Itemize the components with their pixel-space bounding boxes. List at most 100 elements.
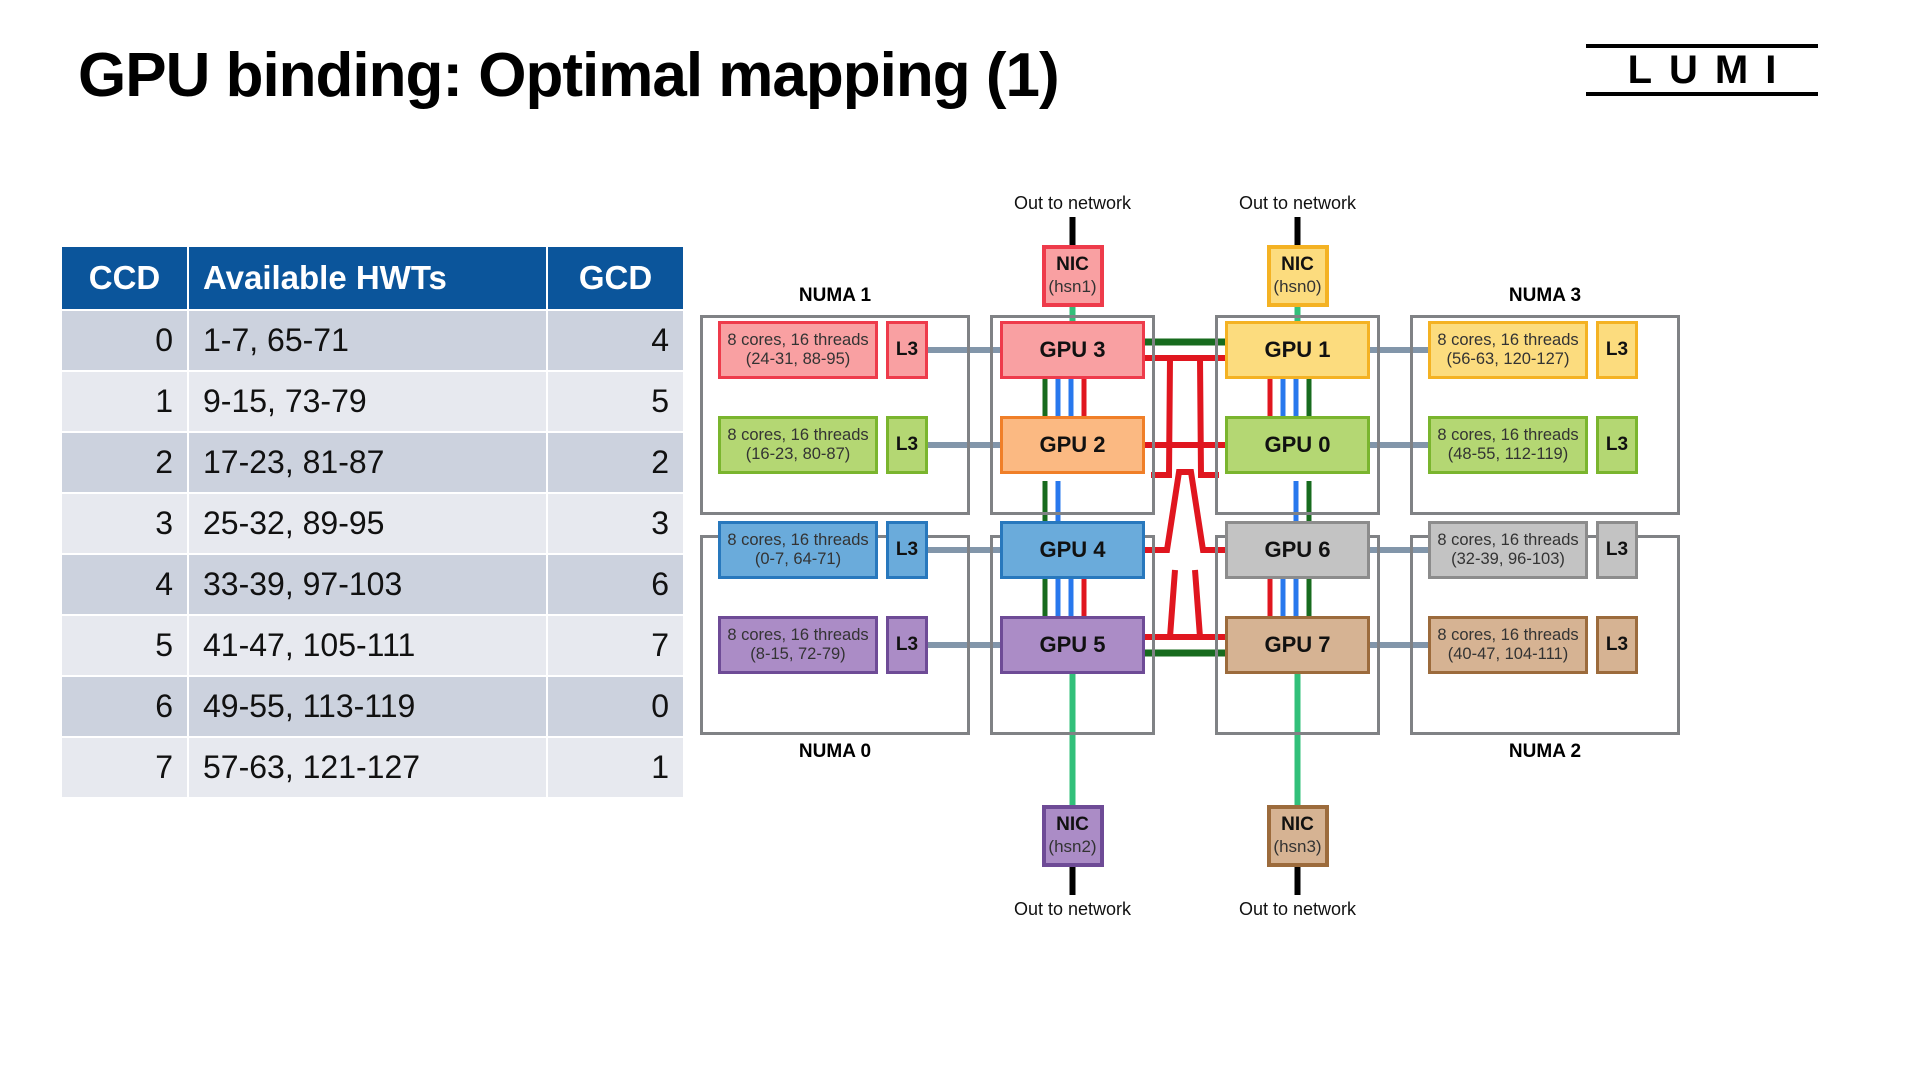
nic-hsn3: NIC(hsn3) <box>1266 805 1329 867</box>
cell-gcd: 2 <box>548 433 683 492</box>
link-red-gpu3-gpu0 <box>1145 355 1219 478</box>
l3-cache-ccd-n3-top: L3 <box>1596 321 1638 379</box>
gpu-block-gpu5[interactable]: GPU 5 <box>1000 616 1145 674</box>
ccd-line2: (40-47, 104-111) <box>1447 645 1569 663</box>
ccd-line2: (24-31, 88-95) <box>745 350 851 368</box>
nic-sub: (hsn2) <box>1048 837 1097 857</box>
lumi-logo: LUMI <box>1586 44 1818 96</box>
gpu-block-gpu6[interactable]: GPU 6 <box>1225 521 1370 579</box>
ccd-line2: (32-39, 96-103) <box>1451 550 1565 568</box>
net-label-bottom-right: Out to network <box>1238 899 1357 919</box>
ccd-block-ccd-n1-bot: 8 cores, 16 threads(16-23, 80-87) <box>718 416 878 474</box>
ccd-block-ccd-n0-top: 8 cores, 16 threads(0-7, 64-71) <box>718 521 878 579</box>
gpu-label: GPU 2 <box>1039 432 1106 457</box>
link-red-gpu6-up <box>1179 469 1225 553</box>
column-header-gcd: GCD <box>548 247 683 309</box>
column-header-hwts: Available HWTs <box>189 247 546 309</box>
ccd-line1: 8 cores, 16 threads <box>1437 330 1579 349</box>
ccd-line1: 8 cores, 16 threads <box>727 330 869 349</box>
cell-gcd: 3 <box>548 494 683 553</box>
nic-hsn1: NIC(hsn1) <box>1041 245 1104 307</box>
ccd-line1: 8 cores, 16 threads <box>1437 425 1579 444</box>
cell-hwts: 41-47, 105-111 <box>189 616 546 675</box>
ccd-line2: (0-7, 64-71) <box>754 550 842 568</box>
l3-label: L3 <box>895 339 919 360</box>
ccd-block-ccd-n2-bot: 8 cores, 16 threads(40-47, 104-111) <box>1428 616 1588 674</box>
cell-hwts: 9-15, 73-79 <box>189 372 546 431</box>
ccd-line1: 8 cores, 16 threads <box>727 625 869 644</box>
cell-hwts: 17-23, 81-87 <box>189 433 546 492</box>
gpu-block-gpu4[interactable]: GPU 4 <box>1000 521 1145 579</box>
gpu-label: GPU 1 <box>1264 337 1331 362</box>
l3-cache-ccd-n0-top: L3 <box>886 521 928 579</box>
numa3-label: NUMA 3 <box>1508 285 1582 306</box>
gpu-label: GPU 0 <box>1264 432 1331 457</box>
ccd-block-ccd-n2-top: 8 cores, 16 threads(32-39, 96-103) <box>1428 521 1588 579</box>
cell-ccd: 6 <box>62 677 187 736</box>
l3-cache-ccd-n1-bot: L3 <box>886 416 928 474</box>
cell-ccd: 7 <box>62 738 187 797</box>
gpu-block-gpu7[interactable]: GPU 7 <box>1225 616 1370 674</box>
cell-gcd: 0 <box>548 677 683 736</box>
cell-ccd: 0 <box>62 311 187 370</box>
gpu-block-gpu3[interactable]: GPU 3 <box>1000 321 1145 379</box>
gpu-block-gpu2[interactable]: GPU 2 <box>1000 416 1145 474</box>
nic-name: NIC <box>1056 814 1089 836</box>
cell-ccd: 5 <box>62 616 187 675</box>
net-label-bottom-left: Out to network <box>1013 899 1132 919</box>
l3-label: L3 <box>1605 434 1629 455</box>
cell-gcd: 6 <box>548 555 683 614</box>
cell-gcd: 7 <box>548 616 683 675</box>
cell-ccd: 1 <box>62 372 187 431</box>
cell-hwts: 57-63, 121-127 <box>189 738 546 797</box>
l3-cache-ccd-n2-top: L3 <box>1596 521 1638 579</box>
net-label-top-left: Out to network <box>1013 193 1132 213</box>
gpu-label: GPU 4 <box>1039 537 1106 562</box>
nic-sub: (hsn0) <box>1273 277 1322 297</box>
l3-label: L3 <box>895 434 919 455</box>
cell-hwts: 25-32, 89-95 <box>189 494 546 553</box>
ccd-line2: (8-15, 72-79) <box>750 645 846 663</box>
cell-hwts: 49-55, 113-119 <box>189 677 546 736</box>
l3-label: L3 <box>1605 539 1629 560</box>
nic-sub: (hsn3) <box>1273 837 1322 857</box>
nic-name: NIC <box>1056 254 1089 276</box>
ccd-block-ccd-n3-top: 8 cores, 16 threads(56-63, 120-127) <box>1428 321 1588 379</box>
l3-label: L3 <box>895 634 919 655</box>
ccd-line1: 8 cores, 16 threads <box>727 425 869 444</box>
ccd-block-ccd-n1-top: 8 cores, 16 threads(24-31, 88-95) <box>718 321 878 379</box>
ccd-line1: 8 cores, 16 threads <box>727 530 869 549</box>
l3-cache-ccd-n1-top: L3 <box>886 321 928 379</box>
table-header-row: CCD Available HWTs GCD <box>62 247 683 309</box>
l3-label: L3 <box>1605 634 1629 655</box>
ccd-line2: (16-23, 80-87) <box>745 445 851 463</box>
cell-hwts: 1-7, 65-71 <box>189 311 546 370</box>
numa0-label: NUMA 0 <box>798 741 872 762</box>
link-red-gpu7-gpu4 <box>1166 569 1225 640</box>
l3-label: L3 <box>895 539 919 560</box>
page-title: GPU binding: Optimal mapping (1) <box>78 41 1060 110</box>
gpu-label: GPU 3 <box>1039 337 1106 362</box>
nic-sub: (hsn1) <box>1048 277 1097 297</box>
cell-ccd: 4 <box>62 555 187 614</box>
gpu-block-gpu0[interactable]: GPU 0 <box>1225 416 1370 474</box>
ccd-line1: 8 cores, 16 threads <box>1437 530 1579 549</box>
logo-bottom-rule <box>1586 92 1818 96</box>
gpu-label: GPU 7 <box>1264 632 1331 657</box>
gpu-group-frame-top-right <box>1215 315 1380 515</box>
ccd-block-ccd-n3-bot: 8 cores, 16 threads(48-55, 112-119) <box>1428 416 1588 474</box>
gpu-block-gpu1[interactable]: GPU 1 <box>1225 321 1370 379</box>
nic-hsn2: NIC(hsn2) <box>1041 805 1104 867</box>
ccd-line2: (56-63, 120-127) <box>1446 350 1570 368</box>
cell-gcd: 4 <box>548 311 683 370</box>
l3-label: L3 <box>1605 339 1629 360</box>
cell-gcd: 1 <box>548 738 683 797</box>
